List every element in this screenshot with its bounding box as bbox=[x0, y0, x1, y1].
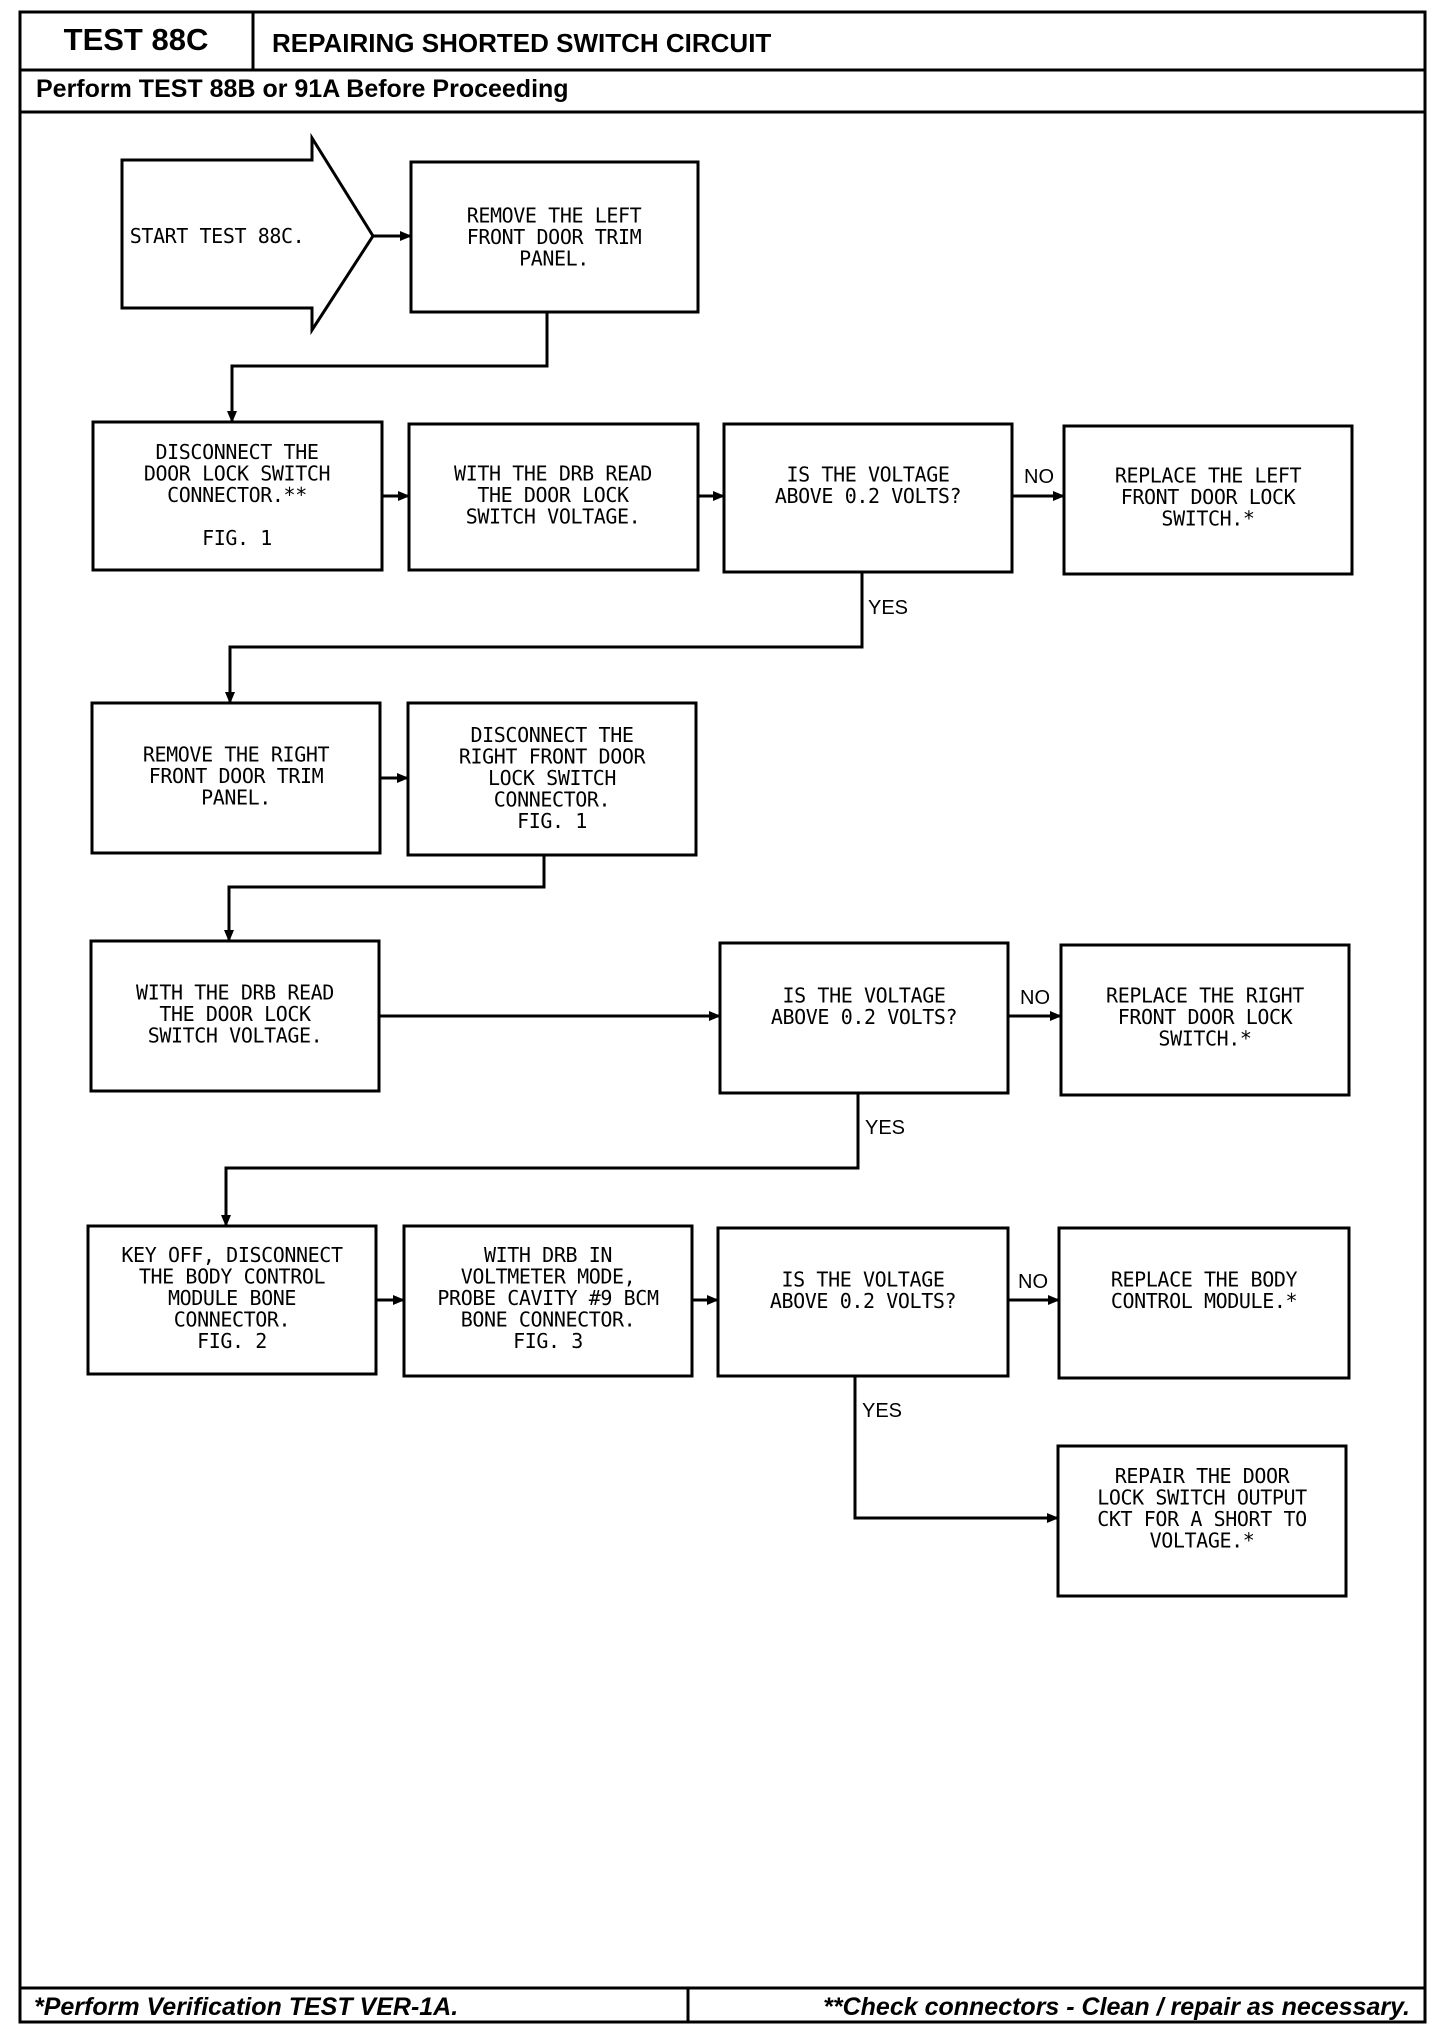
node-text-line: FRONT DOOR TRIM bbox=[149, 764, 324, 788]
node-text-line: THE DOOR LOCK bbox=[477, 483, 629, 507]
node-text-line: FIG. 1 bbox=[202, 526, 272, 550]
node-text-line: REPAIR THE DOOR bbox=[1115, 1464, 1291, 1488]
page-subtitle: Perform TEST 88B or 91A Before Proceedin… bbox=[36, 75, 569, 103]
node-text-line: DISCONNECT THE bbox=[471, 723, 634, 747]
node-text-line: REMOVE THE LEFT bbox=[467, 204, 642, 228]
node-text-line: CONNECTOR. bbox=[494, 788, 610, 812]
node-text-line: SWITCH.* bbox=[1161, 507, 1254, 531]
node-text-line: WITH THE DRB READ bbox=[454, 462, 652, 486]
node-text-line: REMOVE THE RIGHT bbox=[143, 743, 330, 767]
node-text-line: IS THE VOLTAGE bbox=[787, 462, 950, 486]
test-id: TEST 88C bbox=[64, 22, 209, 57]
edge-label-yes-3: YES bbox=[862, 1400, 902, 1422]
outer-frame bbox=[18, 10, 1427, 2024]
node-text-line: SWITCH.* bbox=[1158, 1027, 1251, 1051]
node-text-line: REPLACE THE RIGHT bbox=[1106, 984, 1304, 1008]
edge-label-no-1: NO bbox=[1024, 466, 1054, 488]
remove-left-panel-box bbox=[409, 160, 700, 314]
read-voltage-2-box bbox=[89, 939, 381, 1093]
remove-right-panel-box bbox=[90, 701, 382, 855]
node-text-line: KEY OFF, DISCONNECT bbox=[121, 1243, 343, 1267]
node-text-line: FRONT DOOR LOCK bbox=[1118, 1005, 1293, 1029]
node-text-line: ABOVE 0.2 VOLTS? bbox=[770, 1289, 956, 1313]
node-text-line: ABOVE 0.2 VOLTS? bbox=[771, 1005, 957, 1029]
footer-note-right: **Check connectors - Clean / repair as n… bbox=[823, 1993, 1410, 2021]
node-text-line: THE DOOR LOCK bbox=[159, 1002, 311, 1026]
replace-left-switch-box bbox=[1062, 424, 1354, 576]
node-text-line: FIG. 1 bbox=[517, 809, 587, 833]
node-text-line: VOLTMETER MODE, bbox=[461, 1265, 636, 1289]
node-text-line: WITH THE DRB READ bbox=[136, 981, 334, 1005]
start-arrow-shape bbox=[120, 132, 375, 336]
footer-note-left: *Perform Verification TEST VER-1A. bbox=[34, 1993, 458, 2021]
edge-decision-2-yes bbox=[221, 1093, 860, 1227]
node-text-line: DISCONNECT THE bbox=[156, 440, 319, 464]
node-text-line: START TEST 88C. bbox=[130, 224, 305, 248]
node-text-line: IS THE VOLTAGE bbox=[782, 1267, 945, 1291]
repair-output-box bbox=[1056, 1444, 1348, 1598]
node-text-line: FIG. 3 bbox=[513, 1329, 583, 1353]
edge-disconnect-right-to-read-2 bbox=[224, 855, 546, 942]
node-text-line: VOLTAGE.* bbox=[1150, 1528, 1255, 1552]
disconnect-right-box bbox=[406, 701, 698, 857]
node-text-line: FIG. 2 bbox=[197, 1329, 267, 1353]
edge-decision-3-yes bbox=[853, 1376, 1059, 1523]
node-text-line: LOCK SWITCH bbox=[488, 766, 616, 790]
node-text-line: REPLACE THE BODY bbox=[1111, 1267, 1298, 1291]
node-text-line: BONE CONNECTOR. bbox=[461, 1308, 636, 1332]
node-text-line: SWITCH VOLTAGE. bbox=[466, 505, 641, 529]
node-text-line: PANEL. bbox=[519, 247, 589, 271]
read-voltage-1-box bbox=[407, 422, 700, 572]
node-text-line: CONNECTOR.** bbox=[167, 483, 307, 507]
page-title: REPAIRING SHORTED SWITCH CIRCUIT bbox=[272, 28, 771, 58]
edge-label-no-2: NO bbox=[1020, 987, 1050, 1009]
node-text-line: WITH DRB IN bbox=[484, 1243, 612, 1267]
node-text-line: PANEL. bbox=[201, 786, 271, 810]
edge-decision-1-yes bbox=[225, 572, 864, 704]
node-text-line: RIGHT FRONT DOOR bbox=[459, 745, 647, 769]
node-text-line: REPLACE THE LEFT bbox=[1115, 464, 1302, 488]
edge-remove-left-to-disconnect bbox=[227, 312, 549, 423]
edge-label-no-3: NO bbox=[1018, 1271, 1048, 1293]
key-off-box bbox=[86, 1224, 378, 1376]
node-text-line: IS THE VOLTAGE bbox=[783, 983, 946, 1007]
node-text-line: CONNECTOR. bbox=[174, 1308, 290, 1332]
replace-right-switch-box bbox=[1059, 943, 1351, 1097]
node-text-line: SWITCH VOLTAGE. bbox=[148, 1024, 323, 1048]
node-text-line: LOCK SWITCH OUTPUT bbox=[1097, 1485, 1307, 1509]
node-text-line: ABOVE 0.2 VOLTS? bbox=[775, 484, 961, 508]
disconnect-door-lock-box bbox=[91, 420, 384, 572]
node-text-line: CONTROL MODULE.* bbox=[1111, 1289, 1297, 1313]
node-text-line: PROBE CAVITY #9 BCM bbox=[437, 1286, 659, 1310]
node-text-line: THE BODY CONTROL bbox=[139, 1265, 326, 1289]
edge-label-yes-2: YES bbox=[865, 1117, 905, 1139]
node-text-line: DOOR LOCK SWITCH bbox=[144, 462, 330, 486]
replace-bcm-box bbox=[1057, 1226, 1351, 1380]
node-text-line: FRONT DOOR LOCK bbox=[1121, 485, 1296, 509]
node-text-line: CKT FOR A SHORT TO bbox=[1097, 1507, 1307, 1531]
decision-1-box bbox=[722, 422, 1014, 574]
node-text-line: MODULE BONE bbox=[168, 1286, 296, 1310]
node-text-line: FRONT DOOR TRIM bbox=[467, 225, 642, 249]
edge-label-yes-1: YES bbox=[868, 597, 908, 619]
node-start-text: START TEST 88C. bbox=[130, 224, 305, 248]
